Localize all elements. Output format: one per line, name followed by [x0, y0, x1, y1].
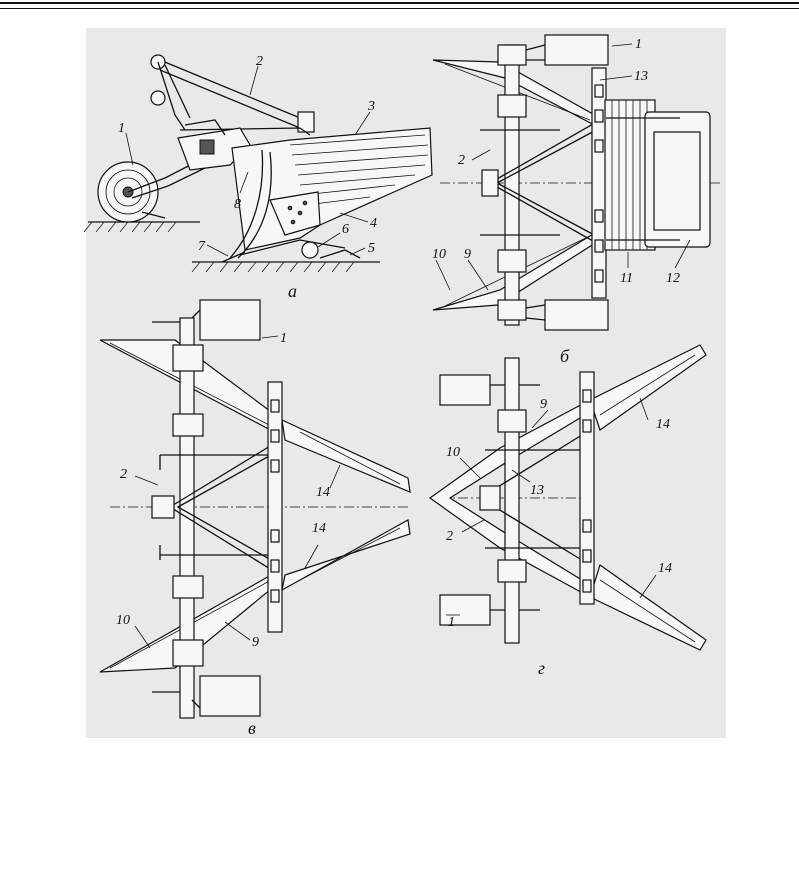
panel-b-label-2: 2 [458, 153, 465, 168]
panel-b-label-12: 12 [666, 271, 680, 286]
panel-b-label-10: 10 [432, 247, 446, 262]
panel-a-label-1: 1 [118, 121, 125, 136]
panel-v-top-view: 1 2 14 14 10 9 в [100, 300, 410, 738]
panel-a-label-2: 2 [256, 54, 263, 69]
panel-g-label-9: 9 [540, 397, 547, 412]
panel-a-side-view: 1 2 3 4 5 6 7 8 а [84, 54, 432, 301]
panel-v-label-14-top: 14 [316, 485, 330, 500]
panel-a-label-5: 5 [368, 241, 375, 256]
panel-v-label-14-bottom: 14 [312, 521, 326, 536]
panel-b-label-9: 9 [464, 247, 471, 262]
panel-g-label-14-top: 14 [656, 417, 670, 432]
panel-v-label-10: 10 [116, 613, 130, 628]
panel-g-top-view: 9 14 10 13 2 14 1 г [430, 345, 706, 678]
panel-v-caption: в [248, 718, 256, 738]
panel-a-label-8: 8 [234, 197, 241, 212]
panel-g-label-13: 13 [530, 483, 544, 498]
panel-b-top-view: 1 13 2 10 9 11 12 б [432, 35, 722, 366]
panel-g-label-2: 2 [446, 529, 453, 544]
panel-b-label-13: 13 [634, 69, 648, 84]
panel-a-label-3: 3 [367, 99, 375, 114]
panel-a-label-4: 4 [370, 216, 377, 231]
panel-b-caption: б [560, 346, 570, 366]
panel-b-label-11: 11 [620, 271, 633, 286]
panel-g-label-1: 1 [448, 615, 455, 630]
panel-v-label-9: 9 [252, 635, 259, 650]
panel-g-label-10: 10 [446, 445, 460, 460]
panel-v-label-1: 1 [280, 331, 287, 346]
panel-a-label-6: 6 [342, 222, 349, 237]
panel-a-caption: а [288, 281, 297, 301]
panel-g-caption: г [538, 658, 545, 678]
panel-b-label-1: 1 [635, 37, 642, 52]
panel-v-label-2: 2 [120, 467, 127, 482]
panel-a-label-7: 7 [198, 239, 206, 254]
panel-g-label-14-bottom: 14 [658, 561, 672, 576]
